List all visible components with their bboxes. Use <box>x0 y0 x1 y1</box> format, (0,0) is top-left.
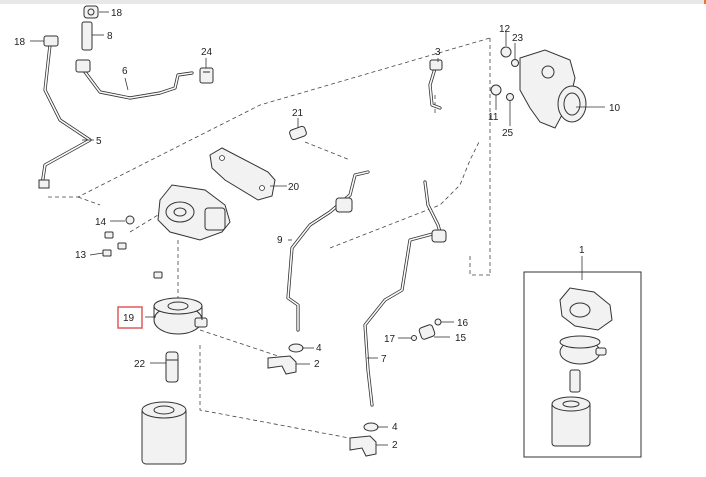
part-22-stud[interactable] <box>165 351 179 383</box>
inset-housing[interactable] <box>559 287 613 331</box>
callout-7[interactable]: 7 <box>381 354 387 365</box>
inset-cooler[interactable] <box>559 335 607 365</box>
callout-12[interactable]: 12 <box>499 24 511 35</box>
part-19-oil-cooler[interactable] <box>153 297 208 335</box>
part-23-washer[interactable] <box>511 59 519 67</box>
part-18-fitting-top[interactable] <box>83 5 99 19</box>
callout-16[interactable]: 16 <box>457 318 469 329</box>
callout-15[interactable]: 15 <box>455 333 467 344</box>
part-17-plug[interactable] <box>411 335 417 341</box>
callout-23[interactable]: 23 <box>512 33 524 44</box>
callout-14[interactable]: 14 <box>95 217 107 228</box>
assembly-dashed-lines <box>48 37 491 441</box>
callout-9[interactable]: 9 <box>277 235 283 246</box>
callout-2-upper[interactable]: 2 <box>314 359 320 370</box>
callout-18-top[interactable]: 18 <box>111 8 123 19</box>
part-16-plug[interactable] <box>434 318 442 326</box>
callout-17[interactable]: 17 <box>384 334 396 345</box>
part-15-fitting[interactable] <box>418 324 436 340</box>
callout-21[interactable]: 21 <box>292 108 304 119</box>
part-6-hose[interactable] <box>75 59 194 100</box>
part-8-connector[interactable] <box>81 21 93 51</box>
callout-24[interactable]: 24 <box>201 47 213 58</box>
part-2-elbow-lower[interactable] <box>349 435 377 457</box>
callout-4-upper[interactable]: 4 <box>316 343 322 354</box>
part-10-water-pump[interactable] <box>519 49 587 129</box>
oil-filter[interactable] <box>141 401 187 465</box>
top-bar-accent <box>704 0 706 4</box>
part-11-nut[interactable] <box>490 84 502 96</box>
highlight-box-19[interactable] <box>117 306 143 329</box>
callout-25[interactable]: 25 <box>502 128 514 139</box>
callout-22[interactable]: 22 <box>134 359 146 370</box>
part-9-pipe[interactable] <box>286 170 370 332</box>
callout-20[interactable]: 20 <box>288 182 300 193</box>
part-7-pipe[interactable] <box>363 180 447 407</box>
inset-stud[interactable] <box>569 369 581 393</box>
bolts[interactable] <box>102 231 163 279</box>
callout-6[interactable]: 6 <box>122 66 128 77</box>
part-18-fitting-left[interactable] <box>43 35 59 47</box>
filter-housing[interactable] <box>157 184 231 241</box>
part-25-washer[interactable] <box>506 93 514 101</box>
callout-labels: 18 18 8 6 5 24 21 20 14 13 19 22 9 4 2 3… <box>14 8 621 451</box>
part-24-clip[interactable] <box>199 67 214 84</box>
inset-filter[interactable] <box>551 396 591 447</box>
callout-2-lower[interactable]: 2 <box>392 440 398 451</box>
part-4-clamp-upper[interactable] <box>288 343 304 353</box>
callout-11[interactable]: 11 <box>488 112 499 123</box>
part-3-hose[interactable] <box>428 59 443 110</box>
callout-19[interactable]: 19 <box>123 313 135 324</box>
top-bar <box>0 0 706 4</box>
part-20-gasket[interactable] <box>209 147 276 201</box>
callout-18-left[interactable]: 18 <box>14 37 26 48</box>
part-13-bolt[interactable] <box>102 249 112 257</box>
callout-3[interactable]: 3 <box>435 47 441 58</box>
leader-lines <box>30 11 605 446</box>
callout-13[interactable]: 13 <box>75 250 87 261</box>
callout-4-lower[interactable]: 4 <box>392 422 398 433</box>
callout-8[interactable]: 8 <box>107 31 113 42</box>
part-4-clamp-lower[interactable] <box>363 422 379 432</box>
part-14-washer[interactable] <box>125 215 135 225</box>
part-12-nut[interactable] <box>500 46 512 58</box>
callout-5[interactable]: 5 <box>96 136 102 147</box>
part-21-sleeve[interactable] <box>289 125 307 141</box>
part-2-elbow-upper[interactable] <box>267 355 297 375</box>
callout-10[interactable]: 10 <box>609 103 621 114</box>
callout-1[interactable]: 1 <box>579 245 585 256</box>
